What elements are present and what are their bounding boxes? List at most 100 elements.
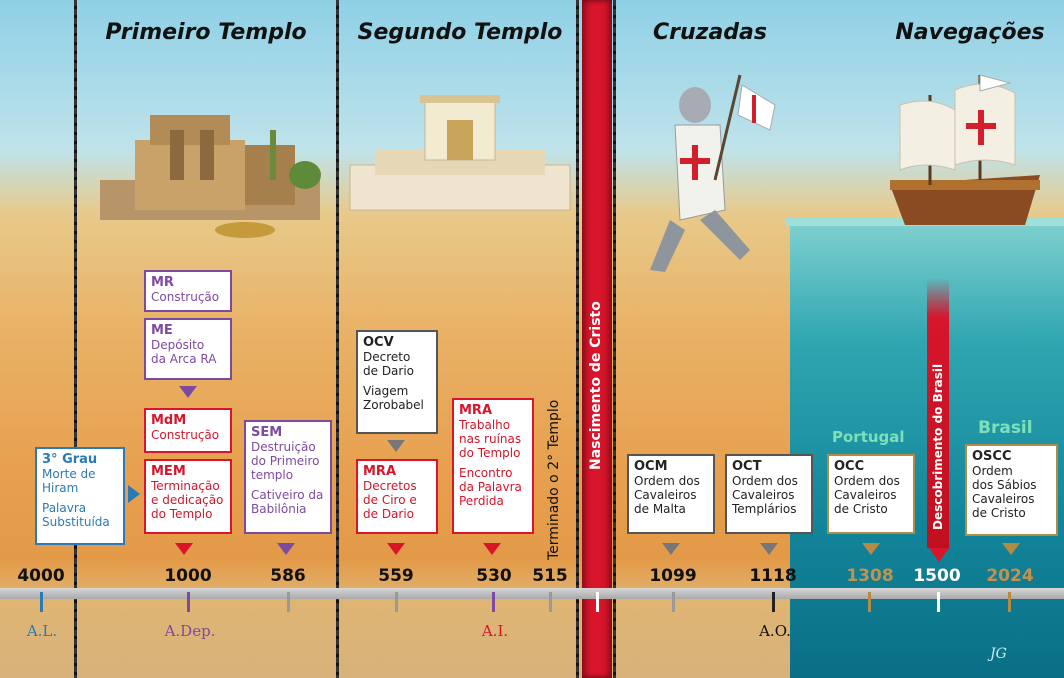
box-line: de Dario bbox=[363, 364, 415, 378]
box-line: Cavaleiros bbox=[834, 488, 897, 502]
axis-tick bbox=[868, 592, 871, 612]
descobrimento-label: Descobrimento do Brasil bbox=[931, 363, 945, 530]
arrow-right-icon bbox=[128, 485, 140, 503]
box-abbr: SEM bbox=[251, 425, 283, 440]
box-line: Cativeiro da bbox=[251, 488, 324, 502]
box-abbr: OCC bbox=[834, 459, 865, 474]
box-line: e dedicação bbox=[151, 493, 224, 507]
era-label-ao: A.O. bbox=[759, 622, 791, 640]
arrow-down-icon bbox=[387, 543, 405, 555]
box-line: Depósito bbox=[151, 338, 205, 352]
box-abbr: OCT bbox=[732, 459, 762, 474]
box-line: Hiram bbox=[42, 481, 79, 495]
arrow-down-icon bbox=[175, 543, 193, 555]
box-line: nas ruínas bbox=[459, 432, 522, 446]
terminado-label: Terminado o 2° Templo bbox=[546, 399, 562, 560]
arrow-down-icon bbox=[483, 543, 501, 555]
box-mra-trabalho: MRA Trabalho nas ruínas do Templo Encont… bbox=[452, 398, 534, 534]
arrow-down-icon bbox=[387, 440, 405, 452]
box-line: Ordem dos bbox=[634, 474, 700, 488]
arrow-down-icon bbox=[760, 543, 778, 555]
box-line: Ordem bbox=[972, 464, 1013, 478]
box-abbr: MRA bbox=[459, 403, 493, 418]
nascimento-label: Nascimento de Cristo bbox=[588, 301, 604, 470]
box-line: Ordem dos bbox=[834, 474, 900, 488]
box-line: Trabalho bbox=[459, 418, 511, 432]
box-abbr: ME bbox=[151, 323, 173, 338]
year-label: 4000 bbox=[17, 566, 65, 586]
box-line: Terminação bbox=[151, 479, 220, 493]
axis-tick bbox=[395, 592, 398, 612]
box-line: Encontro bbox=[459, 466, 513, 480]
axis-tick bbox=[549, 592, 552, 612]
box-line: dos Sábios bbox=[972, 478, 1037, 492]
crusader-illustration bbox=[650, 74, 776, 272]
axis-tick bbox=[287, 592, 290, 612]
box-abbr: OCV bbox=[363, 335, 394, 350]
divider-line bbox=[613, 0, 616, 678]
box-line: Destruição bbox=[251, 440, 316, 454]
box-line: Construção bbox=[151, 428, 220, 442]
box-mr: MR Construção bbox=[144, 270, 232, 312]
second-temple-illustration bbox=[349, 95, 571, 211]
box-occ: OCC Ordem dos Cavaleiros de Cristo bbox=[827, 454, 915, 534]
box-line: de Cristo bbox=[834, 502, 888, 516]
box-me: ME Depósito da Arca RA bbox=[144, 318, 232, 380]
box-abbr: MdM bbox=[151, 413, 187, 428]
box-line: Ordem dos bbox=[732, 474, 798, 488]
box-line: Zorobabel bbox=[363, 398, 424, 412]
box-line: de Ciro e bbox=[363, 493, 417, 507]
arrow-down-icon bbox=[929, 548, 949, 562]
axis-tick bbox=[492, 592, 495, 612]
box-line: Perdida bbox=[459, 494, 504, 508]
box-line: Morte de bbox=[42, 467, 96, 481]
nascimento-bar bbox=[582, 0, 612, 678]
timeline-axis bbox=[0, 588, 1064, 599]
era-cruzadas: Cruzadas bbox=[653, 20, 767, 45]
box-line: do Templo bbox=[151, 507, 213, 521]
box-line: Babilônia bbox=[251, 502, 307, 516]
box-oscc: OSCC Ordem dos Sábios Cavaleiros de Cris… bbox=[965, 444, 1058, 536]
box-abbr: OCM bbox=[634, 459, 668, 474]
box-mem: MEM Terminação e dedicação do Templo bbox=[144, 459, 232, 534]
box-ocm: OCM Ordem dos Cavaleiros de Malta bbox=[627, 454, 715, 534]
year-label: 2024 bbox=[986, 566, 1034, 586]
box-abbr: MRA bbox=[363, 464, 397, 479]
era-segundo-templo: Segundo Templo bbox=[357, 20, 563, 45]
box-sem: SEM Destruição do Primeiro templo Cative… bbox=[244, 420, 332, 534]
country-brasil: Brasil bbox=[978, 418, 1033, 438]
divider-line bbox=[336, 0, 339, 678]
box-3-grau: 3° Grau Morte de Hiram Palavra Substituí… bbox=[35, 447, 125, 545]
year-label: 515 bbox=[532, 566, 568, 586]
year-label: 1118 bbox=[749, 566, 797, 586]
year-label: 1308 bbox=[846, 566, 894, 586]
box-line: Cavaleiros bbox=[732, 488, 795, 502]
first-temple-illustration bbox=[100, 115, 321, 238]
box-oct: OCT Ordem dos Cavaleiros Templários bbox=[725, 454, 813, 534]
box-line: do Templo bbox=[459, 446, 521, 460]
axis-tick bbox=[672, 592, 675, 612]
box-line: Palavra bbox=[42, 501, 87, 515]
descobrimento-bar bbox=[927, 278, 949, 548]
year-label: 586 bbox=[270, 566, 306, 586]
axis-tick bbox=[937, 592, 940, 612]
divider-line bbox=[576, 0, 579, 678]
era-label-ai: A.I. bbox=[481, 622, 509, 640]
box-line: de Cristo bbox=[972, 506, 1026, 520]
divider-line bbox=[74, 0, 77, 678]
arrow-down-icon bbox=[277, 543, 295, 555]
axis-tick bbox=[596, 592, 599, 612]
era-navegacoes: Navegações bbox=[895, 20, 1045, 45]
box-line: Decreto bbox=[363, 350, 411, 364]
year-label: 1500 bbox=[913, 566, 961, 586]
year-label: 1099 bbox=[649, 566, 697, 586]
box-abbr: 3° Grau bbox=[42, 452, 98, 467]
axis-tick bbox=[772, 592, 775, 612]
box-line: Viagem bbox=[363, 384, 409, 398]
box-line: Templários bbox=[732, 502, 797, 516]
box-line: Substituída bbox=[42, 515, 110, 529]
arrow-down-icon bbox=[862, 543, 880, 555]
axis-tick bbox=[187, 592, 190, 612]
arrow-down-icon bbox=[1002, 543, 1020, 555]
